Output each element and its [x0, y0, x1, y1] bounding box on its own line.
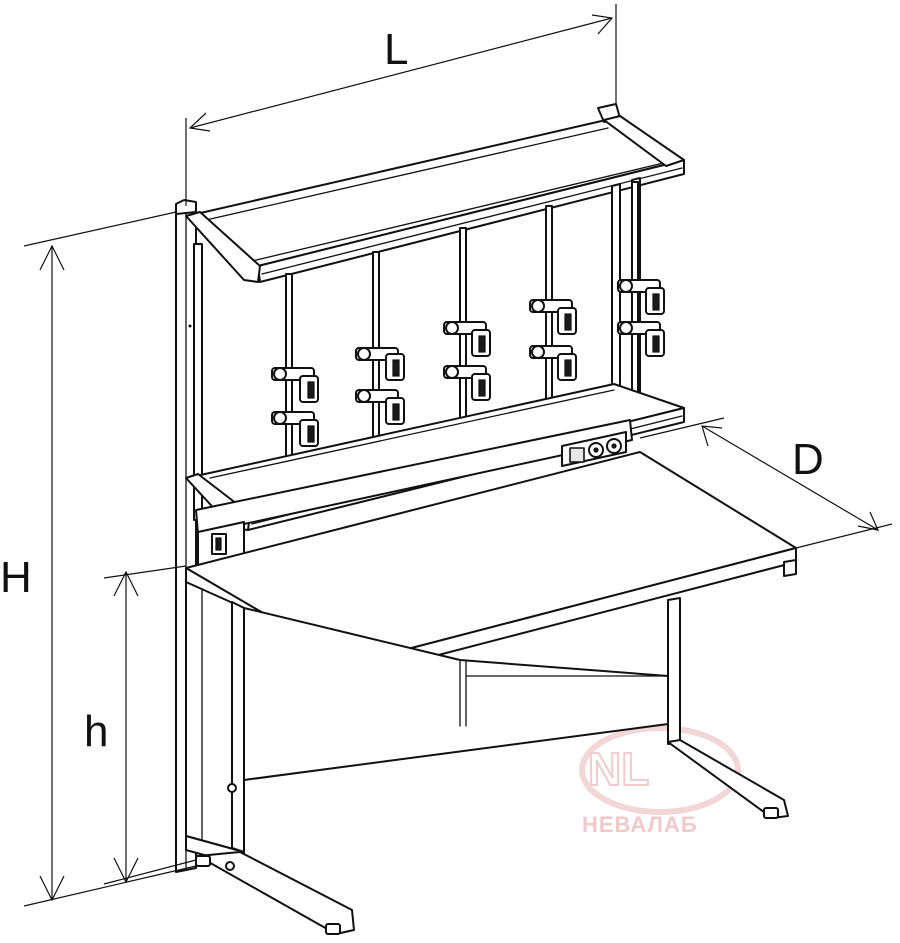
length-label: L: [384, 25, 408, 74]
work-height-label: h: [84, 707, 108, 756]
svg-text:NL: NL: [588, 743, 649, 795]
depth-label: D: [792, 435, 824, 484]
rod-clamps: [271, 279, 665, 447]
clamp: [617, 279, 665, 315]
clamp: [443, 365, 491, 401]
top-shelf: [185, 103, 685, 283]
height-label: H: [0, 553, 32, 602]
clamp: [271, 411, 319, 447]
clamp: [617, 321, 665, 357]
under-frame: [185, 581, 789, 935]
dimension-lines: [23, 4, 893, 907]
clamp: [529, 345, 577, 381]
watermark: NL НЕВАЛАБ: [579, 725, 741, 837]
clamp: [355, 347, 405, 381]
clamp: [443, 321, 491, 357]
clamp: [355, 389, 405, 425]
socket-panel: [195, 419, 633, 567]
watermark-text: НЕВАЛАБ: [582, 812, 698, 837]
clamp: [271, 367, 319, 403]
clamp: [529, 299, 577, 335]
